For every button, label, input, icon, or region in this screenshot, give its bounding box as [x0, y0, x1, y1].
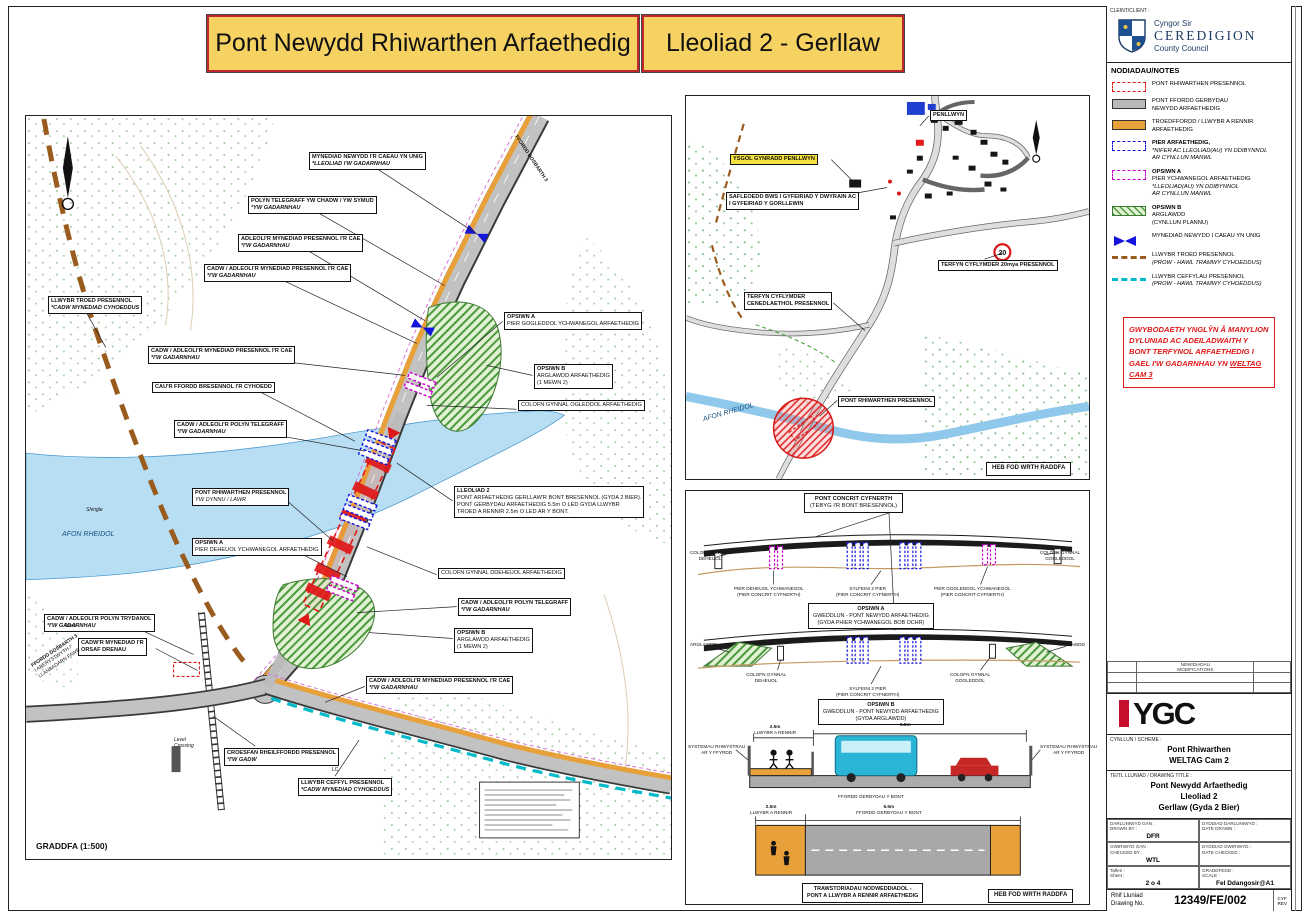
legend-swatch-bowtie: [1112, 234, 1146, 247]
boundary-line: [755, 324, 836, 363]
elevation-option-b: [697, 628, 1081, 669]
vegetation-areas: [26, 116, 671, 859]
field-sheet: Taflen : Sheet : 2 o 4: [1107, 865, 1199, 889]
speed-limit-sign: 20: [993, 243, 1012, 262]
scheme-name: Pont Rhiwarthen WELTAG Cam 2: [1167, 744, 1231, 765]
field-date-checked: DYDDIAD GWIRIWYD : DATE CHECKED :: [1199, 842, 1291, 866]
drawing-title: Pont Newydd Arfaethedig Lleoliad 2 Gerll…: [1150, 781, 1248, 813]
prow-paths: [710, 123, 745, 322]
scheme-header: CYNLLUN / SCHEME :: [1110, 736, 1162, 743]
pedestrian-icons: [770, 840, 790, 866]
notes-box: [479, 781, 580, 839]
drawing-number-label: Rhif Lluniad Drawing No.: [1111, 893, 1145, 907]
legend-swatch-orange: [1112, 120, 1146, 131]
junction-marker: [172, 661, 201, 677]
field-scale: GRADDFEDD : SCALE : Fel Ddangosir@A1: [1199, 865, 1291, 889]
car-icon: [950, 757, 999, 782]
field-drawn-by: DARLUNIWYD GAN : DRAWN BY : DFR: [1107, 818, 1199, 843]
legend-label: MYNEDIAD NEWYDD I CAEAU YN UNIG: [1152, 233, 1261, 240]
field-date-drawn: DYDDIAD DARLUNIWYD : DATE DRAWN :: [1199, 818, 1291, 843]
legend-swatch-gray: [1112, 99, 1146, 109]
client-name: Cyngor Sir CEREDIGION County Council: [1154, 19, 1257, 53]
road-cross-section: [747, 729, 1033, 789]
river-afon-rheidol: [26, 410, 566, 581]
river: [686, 392, 1089, 444]
legend-item: LLWYBR TROED PRESENNOL(PROW - HAWL TRAMW…: [1109, 249, 1289, 270]
legend-swatch-blue-dash: [1112, 141, 1146, 152]
title-bar: Pont Newydd Rhiwarthen Arfaethedig Lleol…: [206, 14, 905, 73]
railway-line: [171, 612, 225, 811]
client-header: CLEINT/CLIENT :: [1110, 8, 1150, 14]
legend-label: PIER ARFAETHEDIG,*NIFER AC LLEOLIAD(AU) …: [1152, 140, 1268, 162]
ceredigion-crest-logo: [1118, 19, 1146, 53]
legend-swatch-cyan-line: [1112, 277, 1146, 281]
bridge-location-highlight: [772, 397, 835, 459]
ygc-logo: YGC: [1107, 692, 1291, 734]
location-title: Lleoliad 2 - Gerllaw: [641, 14, 905, 73]
embankment-option-b: [272, 301, 502, 669]
vegetation-areas: [686, 135, 1089, 479]
revisions-table: NEWIDIADAU MODIFICATIONS: [1106, 660, 1291, 693]
roads: [686, 96, 1089, 479]
highlighted-buildings: [906, 101, 936, 146]
bus-stop-markers: [887, 179, 901, 196]
legend-swatch-red-dash: [1112, 82, 1146, 92]
warning-underlined-text: WELTAG CAM 3: [1129, 358, 1262, 380]
ygc-logo-bar: [1119, 700, 1129, 728]
existing-bridleway-prow: [270, 696, 671, 800]
legend-item: MYNEDIAD NEWYDD I CAEAU YN UNIG: [1109, 230, 1289, 249]
drawing-number: 12349/FE/002: [1174, 894, 1247, 907]
field-checked-by: GWIRIWYD GAN : CHECKED BY : WTL: [1107, 842, 1199, 866]
legend-label: PONT RHIWARTHEN PRESENNOL: [1152, 81, 1246, 87]
field-access-icon: [1114, 236, 1136, 247]
notes-header: NODIADAU/NOTES: [1107, 62, 1291, 77]
cross-sections-panel: PONT CONCRIT CYFNERTH(TEBYG I'R BONT BRE…: [685, 490, 1097, 905]
legend-item: LLWYBR CEFFYLAU PRESENNOL(PROW - HAWL TR…: [1109, 271, 1289, 292]
cross-sections-drawing: [697, 512, 1081, 876]
drawing-number-row: Rhif Lluniad Drawing No. 12349/FE/002 CY…: [1107, 889, 1291, 911]
north-arrow-icon: [61, 136, 75, 211]
legend-label: LLWYBR CEFFYLAU PRESENNOL(PROW - HAWL TR…: [1152, 273, 1262, 288]
legend-item: PONT RHIWARTHEN PRESENNOL: [1109, 78, 1289, 95]
elevation-option-a: [697, 534, 1081, 576]
legend: PONT RHIWARTHEN PRESENNOL PONT FFORDD GER…: [1107, 77, 1291, 293]
legend-swatch-magenta-dash: [1112, 169, 1146, 180]
contour-lines: [115, 145, 629, 775]
drawing-title-header: TEITL LLUNIAD / DRAWING TITLE :: [1110, 773, 1192, 780]
legend-swatch-green-hatch: [1112, 205, 1146, 216]
proposed-piers-blue: [338, 428, 397, 531]
svg-text:20: 20: [999, 250, 1007, 257]
site-plan-panel: MYNEDIAD NEWYDD I'R CAEAU YN UNIG*LLEOLI…: [25, 115, 672, 860]
project-title: Pont Newydd Rhiwarthen Arfaethedig: [206, 14, 640, 73]
revision-cell: CYF REV: [1272, 890, 1291, 911]
revisions-header: MODIFICATIONS: [1177, 666, 1214, 672]
pedestrian-icons: [769, 749, 795, 770]
deck-plan-view: [755, 814, 1021, 876]
location-map-drawing: 20: [686, 96, 1089, 479]
revisions-header: NEWIDIADAU: [1180, 661, 1211, 667]
legend-swatch-brown-line: [1112, 256, 1146, 260]
warning-text: GWYBODAETH YNGLŶN Â MANYLION DYLUNIAD AC…: [1129, 324, 1269, 368]
bus-icon: [834, 735, 918, 783]
buildings: [849, 117, 1009, 220]
site-plan-drawing: [26, 116, 671, 859]
client-section: CLEINT/CLIENT : Cyngor Sir CEREDIGION Co…: [1107, 6, 1291, 62]
drawing-info-fields: DARLUNIWYD GAN : DRAWN BY : DFR DYDDIAD …: [1107, 817, 1291, 889]
title-block-sidebar: CLEINT/CLIENT : Cyngor Sir CEREDIGION Co…: [1106, 6, 1292, 911]
north-arrow-icon: [1032, 119, 1041, 163]
legend-item: PIER ARFAETHEDIG,*NIFER AC LLEOLIAD(AU) …: [1109, 137, 1289, 166]
warning-note: GWYBODAETH YNGLŶN Â MANYLION DYLUNIAD AC…: [1123, 316, 1275, 388]
legend-label: LLWYBR TROED PRESENNOL(PROW - HAWL TRAMW…: [1152, 252, 1262, 266]
